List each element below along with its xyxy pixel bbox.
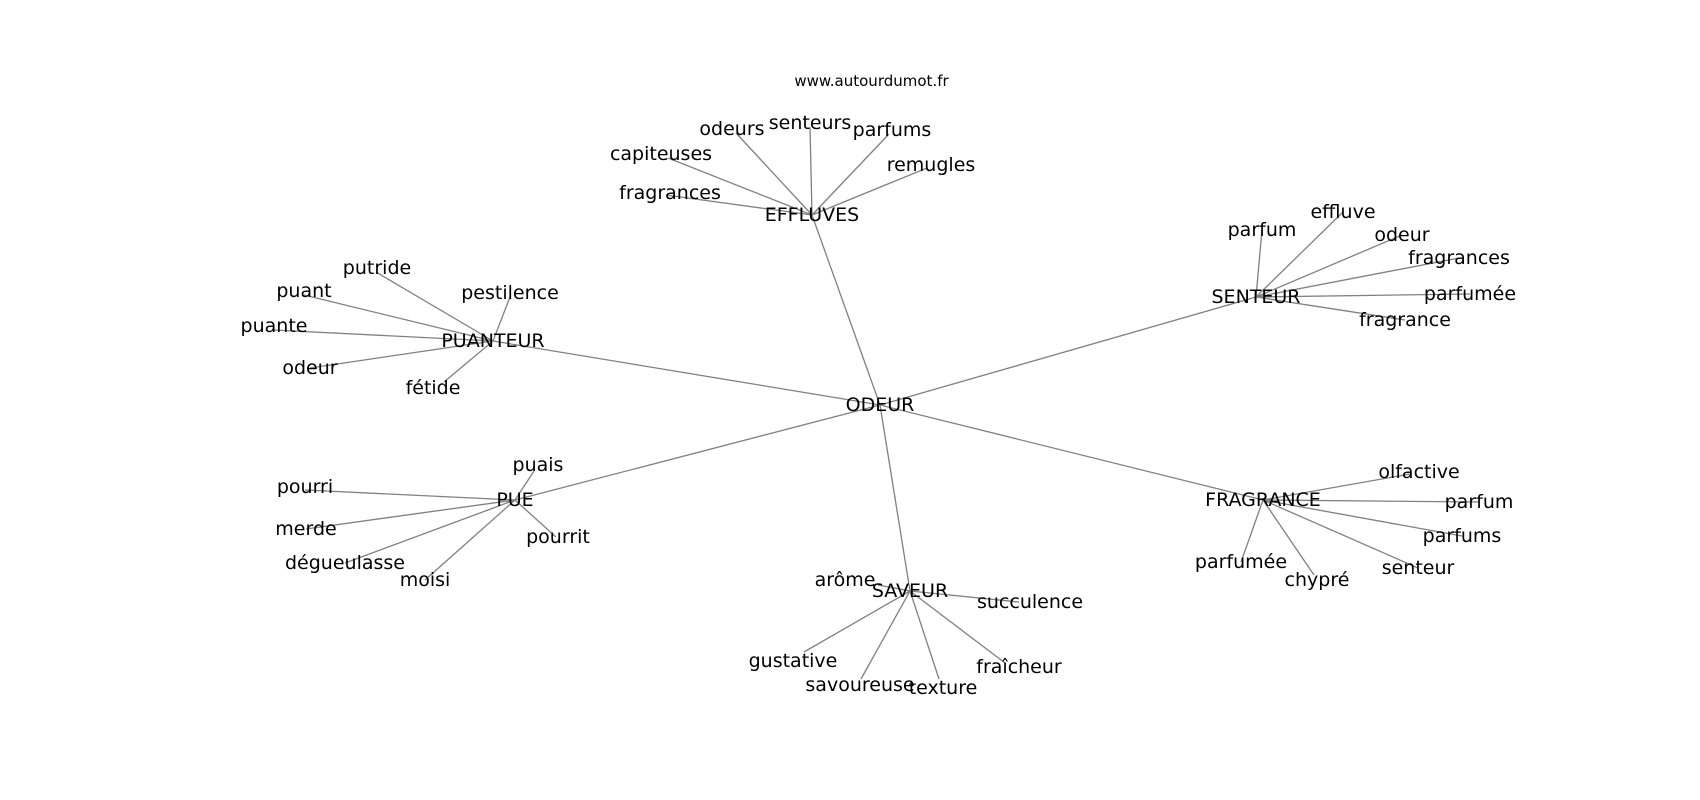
edge-hub-leaf <box>665 194 813 216</box>
leaf-word: parfum <box>1228 219 1297 241</box>
edge-hub-leaf <box>443 340 494 383</box>
leaf-word: moisi <box>400 569 451 591</box>
leaf-word: chypré <box>1285 569 1350 591</box>
leaf-word: fragrance <box>1359 309 1451 331</box>
leaf-word: putride <box>343 257 411 279</box>
leaf-word: merde <box>275 518 336 540</box>
edge-hub-leaf <box>375 271 494 342</box>
edge-hub-leaf <box>860 590 911 680</box>
edge-hub-leaf <box>877 584 911 592</box>
source-credit: www.autourdumot.fr <box>794 72 949 90</box>
leaf-word: pourri <box>277 476 333 498</box>
edge-center-hub <box>492 340 881 406</box>
edges-layer <box>273 126 1480 680</box>
leaf-word: savoureuse <box>805 674 914 696</box>
leaf-word: fragrances <box>619 182 721 204</box>
edge-center-hub <box>879 404 1264 501</box>
leaf-word: succulence <box>977 591 1083 613</box>
edge-hub-leaf <box>1262 499 1463 537</box>
edge-hub-leaf <box>1262 473 1411 501</box>
leaf-word: pourrit <box>526 526 590 548</box>
edge-hub-leaf <box>735 132 813 216</box>
edge-hub-leaf <box>305 499 516 530</box>
edge-hub-leaf <box>1255 257 1460 298</box>
edge-hub-leaf <box>1240 499 1264 563</box>
edge-center-hub <box>811 214 881 406</box>
edge-hub-leaf <box>803 590 911 653</box>
leaf-word: puante <box>241 315 308 337</box>
edge-hub-leaf <box>1255 293 1471 298</box>
edge-hub-leaf <box>1262 499 1315 576</box>
edge-hub-leaf <box>667 157 813 216</box>
leaf-word: parfumée <box>1424 283 1516 305</box>
edge-center-hub <box>879 296 1257 406</box>
leaf-word: odeurs <box>699 118 764 140</box>
leaf-word: pestilence <box>461 282 559 304</box>
leaf-word: parfums <box>853 119 932 141</box>
leaf-word: parfum <box>1445 491 1514 513</box>
hub-word: PUANTEUR <box>441 330 544 352</box>
edge-center-hub <box>514 404 881 501</box>
hub-word: SENTEUR <box>1212 286 1301 308</box>
leaf-word: texture <box>909 677 978 699</box>
edge-hub-leaf <box>811 133 890 216</box>
edge-hub-leaf <box>1255 211 1344 298</box>
edge-hub-leaf <box>304 489 516 501</box>
edge-hub-leaf <box>344 499 516 564</box>
edge-hub-leaf <box>809 126 813 216</box>
edge-hub-leaf <box>909 590 940 680</box>
edge-hub-leaf <box>514 499 557 538</box>
edge-hub-leaf <box>811 167 928 216</box>
hub-word: EFFLUVES <box>765 204 859 226</box>
leaf-word: puais <box>513 454 564 476</box>
leaf-word: odeur <box>1374 224 1429 246</box>
edge-hub-leaf <box>1255 234 1403 298</box>
center-word: ODEUR <box>846 394 915 416</box>
leaf-word: capiteuses <box>610 143 712 165</box>
leaf-word: fraîcheur <box>976 656 1062 678</box>
leaf-word: parfums <box>1423 525 1502 547</box>
leaf-word: fétide <box>406 377 461 399</box>
edge-hub-leaf <box>514 470 535 501</box>
edge-hub-leaf <box>1262 499 1480 503</box>
leaf-word: effluve <box>1310 201 1375 223</box>
leaf-word: parfumée <box>1195 551 1287 573</box>
hub-word: PUE <box>496 489 533 511</box>
hub-word: FRAGRANCE <box>1205 489 1321 511</box>
edge-hub-leaf <box>1255 229 1263 298</box>
hub-word: SAVEUR <box>872 580 948 602</box>
leaf-word: gustative <box>749 650 838 672</box>
leaf-word: arôme <box>815 569 876 591</box>
edge-hub-leaf <box>303 294 494 342</box>
leaf-word: puant <box>276 280 331 302</box>
edge-hub-leaf <box>492 296 511 342</box>
edge-hub-leaf <box>309 340 494 369</box>
leaf-word: fragrances <box>1408 247 1510 269</box>
leaf-word: odeur <box>282 357 337 379</box>
edge-hub-leaf <box>424 499 516 581</box>
leaf-word: olfactive <box>1378 461 1459 483</box>
edge-center-hub <box>879 404 911 592</box>
leaf-word: senteur <box>1382 557 1455 579</box>
leaf-word: remugles <box>887 154 976 176</box>
edge-hub-leaf <box>273 329 494 342</box>
leaf-word: senteurs <box>769 112 852 134</box>
edge-hub-leaf <box>909 590 1020 603</box>
edge-hub-leaf <box>1262 499 1419 569</box>
edge-hub-leaf <box>909 590 1006 664</box>
leaf-word: dégueulasse <box>285 552 405 574</box>
edge-hub-leaf <box>1255 296 1406 321</box>
